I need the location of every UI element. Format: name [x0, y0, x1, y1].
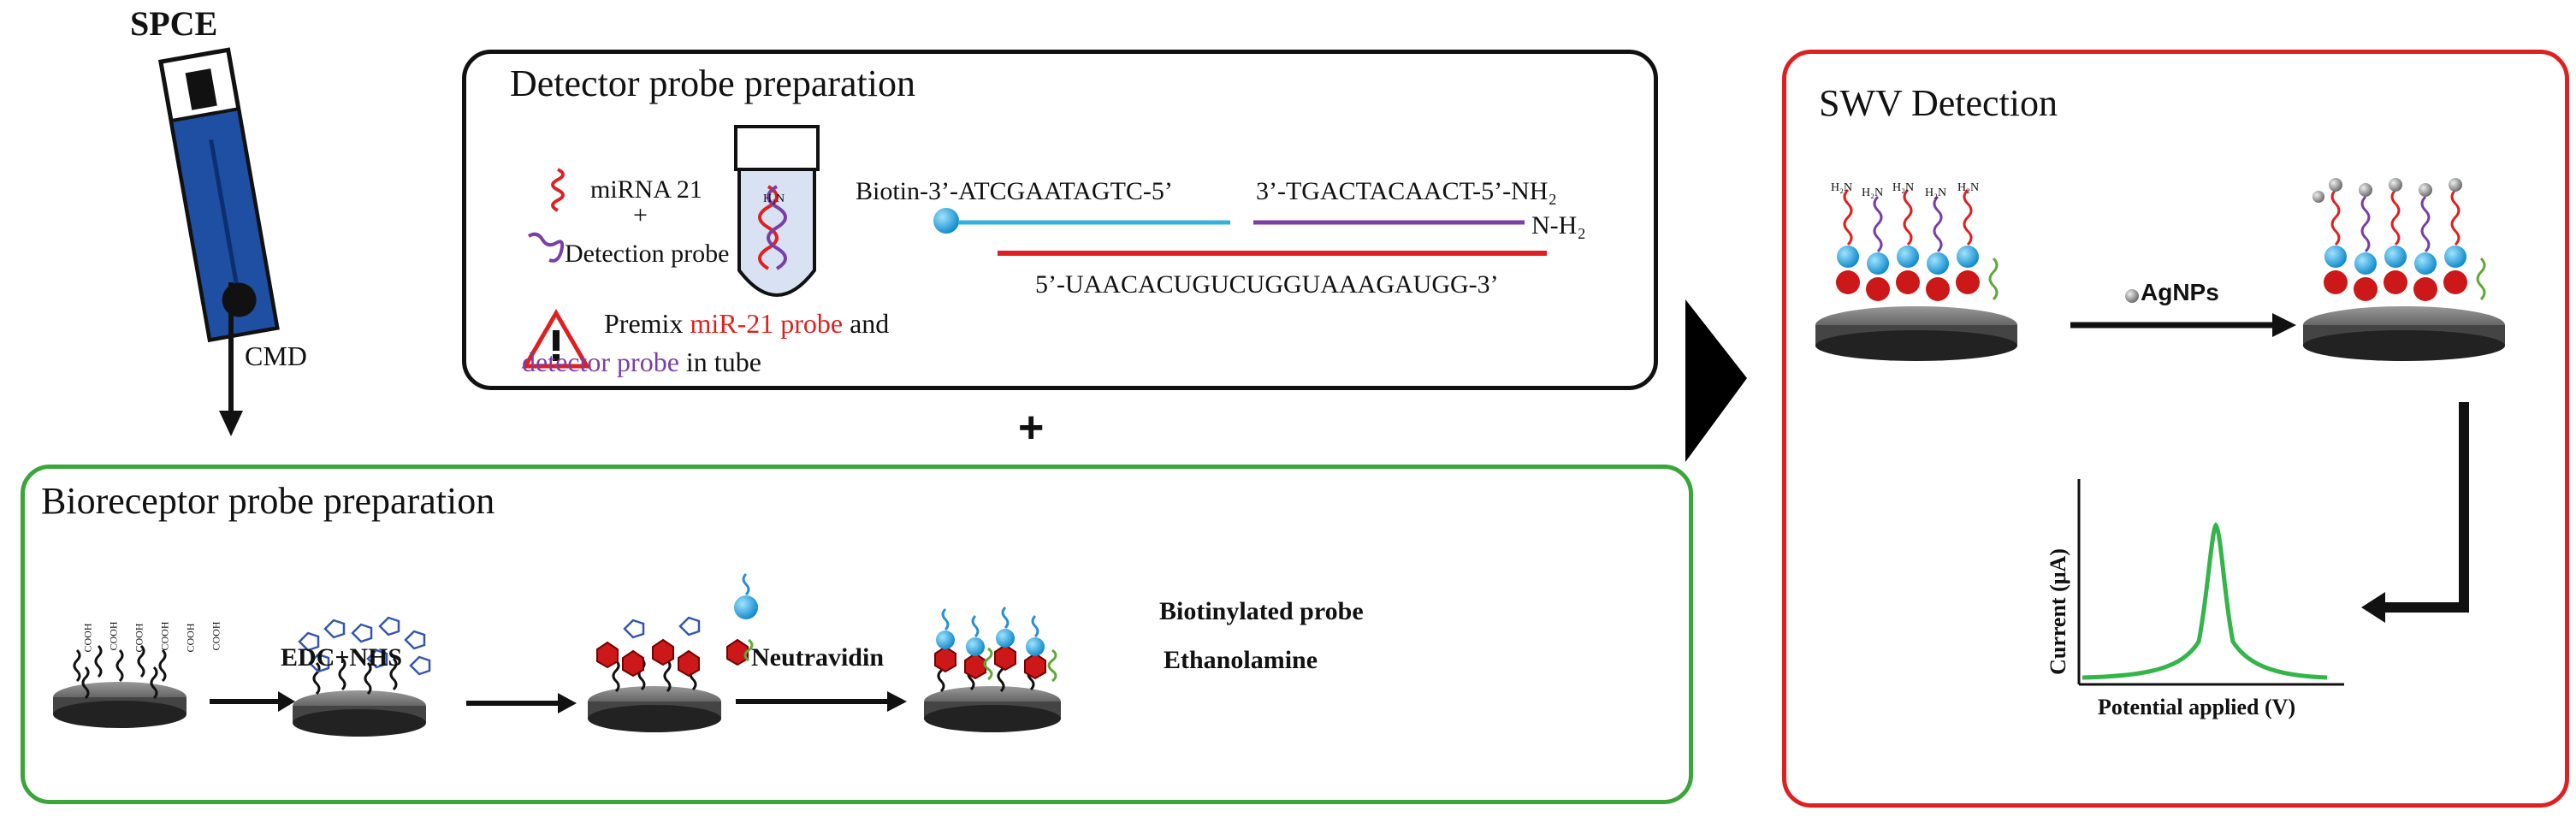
tube-label: H₂N — [763, 192, 785, 205]
swv-scheme — [1815, 178, 2505, 361]
bioreceptor-scheme — [53, 572, 1061, 737]
swv-ylabel: Current (μA) — [2045, 548, 2070, 675]
swv-chart — [2077, 479, 2344, 686]
agnps-label: AgNPs — [2141, 279, 2219, 305]
h2n-label-5: H₂N — [1957, 181, 1980, 194]
cooh-label-5: COOH — [184, 623, 197, 653]
warning-premix: Premix — [604, 308, 690, 339]
cmd-arrow — [219, 282, 243, 436]
swv-curve — [2082, 522, 2328, 680]
electrode-disk-1 — [53, 644, 187, 728]
cooh-label-1: COOH — [81, 623, 94, 653]
electrode-disk-3 — [588, 616, 721, 732]
cooh-label-4: COOH — [158, 621, 171, 651]
swv-xlabel: Potential applied (V) — [2098, 695, 2296, 719]
legend-mirna: miRNA 21 — [590, 175, 702, 204]
h2n-label-3: H₂N — [1892, 181, 1915, 194]
cooh-label-2: COOH — [107, 621, 120, 651]
warning-mir21-probe: miR-21 probe — [690, 308, 844, 339]
h2n-label-1: H₂N — [1831, 181, 1853, 194]
spce-title: SPCE — [130, 4, 218, 43]
warning-line1: Premix miR-21 probe and — [604, 308, 889, 340]
bioreceptor-title: Bioreceptor probe preparation — [41, 480, 495, 522]
h2n-label-2: H₂N — [1862, 186, 1884, 199]
legend-detection: Detection probe — [565, 240, 730, 268]
combine-plus: + — [1018, 403, 1045, 453]
bioreceptor-panel — [21, 465, 1693, 804]
biotin-sequence: Biotin-3’-ATCGAATAGTC-5’ — [856, 177, 1173, 205]
big-arrow — [1685, 299, 1747, 462]
warning-detector-probe: detector probe — [522, 346, 679, 377]
amine-sequence: 3’-TGACTACAACT-5’-NH₂ — [1256, 177, 1557, 205]
swv-title: SWV Detection — [1819, 82, 2058, 124]
step3b-label: Ethanolamine — [1164, 646, 1318, 674]
amine-tail: N-H₂ — [1531, 211, 1586, 240]
electrode-disk-2 — [293, 616, 431, 737]
h2n-label-4: H₂N — [1925, 186, 1947, 199]
sequence-strands — [933, 208, 1547, 256]
step3a-label: Biotinylated probe — [1159, 597, 1364, 625]
legend-plus: + — [633, 201, 648, 229]
cooh-label-6: COOH — [210, 621, 222, 651]
detector-panel — [462, 50, 1658, 390]
detector-title: Detector probe preparation — [510, 62, 915, 104]
spce-electrode — [157, 47, 280, 343]
tube-icon — [734, 125, 820, 297]
detection-probe-icon — [527, 232, 565, 263]
cooh-label-3: COOH — [133, 623, 145, 653]
warning-icon — [521, 309, 591, 369]
warning-line2: detector probe in tube — [522, 346, 761, 378]
elbow-arrow — [2361, 402, 2469, 623]
electrode-disk-4 — [924, 606, 1061, 732]
mirna-icon — [551, 168, 565, 212]
step2-label: Neutravidin — [751, 643, 885, 672]
target-sequence: 5’-UAACACUGUCUGGUAAAGAUGG-3’ — [1035, 270, 1499, 299]
step1-label: EDC+NHS — [281, 643, 403, 672]
warning-and: and — [843, 308, 890, 339]
swv-panel — [1782, 50, 2569, 808]
warning-in-tube: in tube — [678, 346, 761, 377]
cmd-label: CMD — [245, 340, 307, 371]
